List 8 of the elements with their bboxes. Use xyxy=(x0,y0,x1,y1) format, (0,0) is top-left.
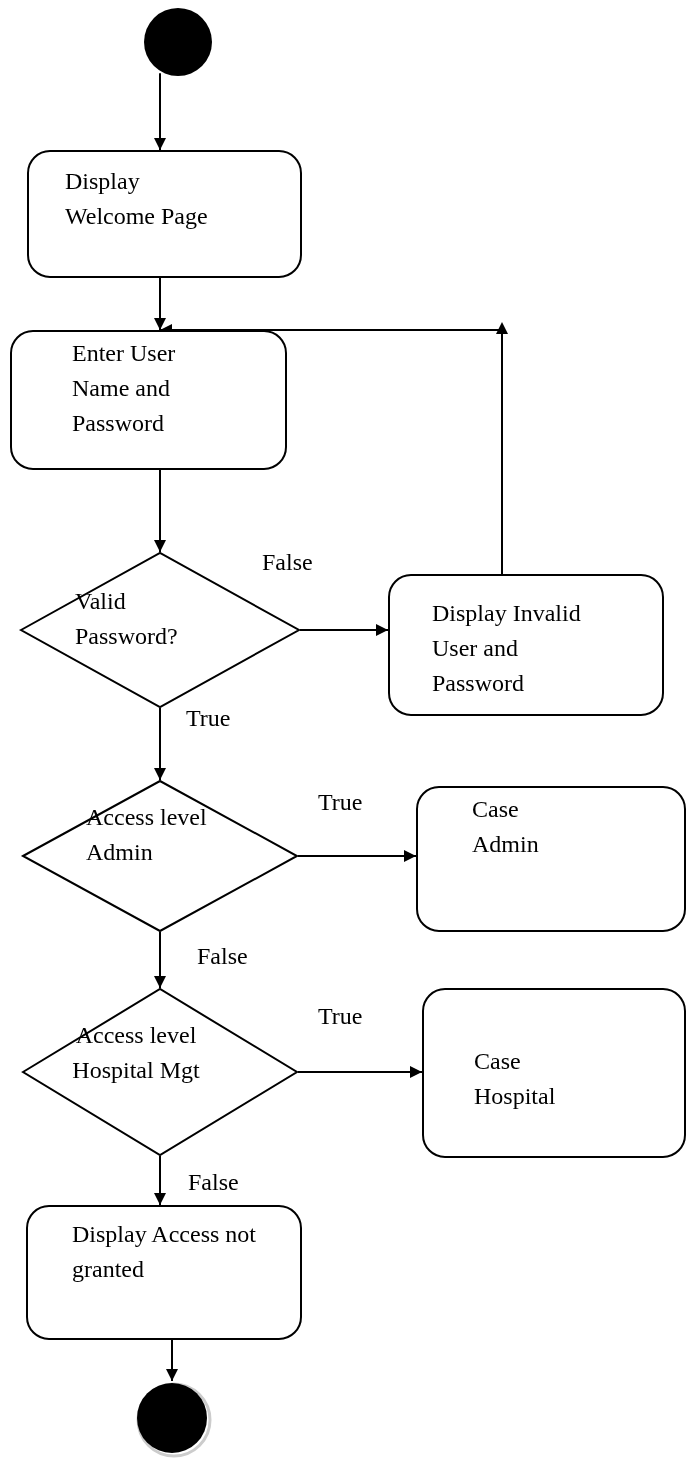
decision-label: Access level Admin xyxy=(86,803,208,867)
activity-label: Case Hospital xyxy=(474,1047,557,1111)
activity-label: Display Invalid User and Password xyxy=(432,599,582,698)
activity-label: Display Access not granted xyxy=(72,1220,257,1284)
activity-label: Enter User Name and Password xyxy=(72,339,177,438)
activity-label: Case Admin xyxy=(472,795,540,859)
activity-label: Display Welcome Page xyxy=(65,167,209,231)
decision-label: Valid Password? xyxy=(75,587,179,651)
